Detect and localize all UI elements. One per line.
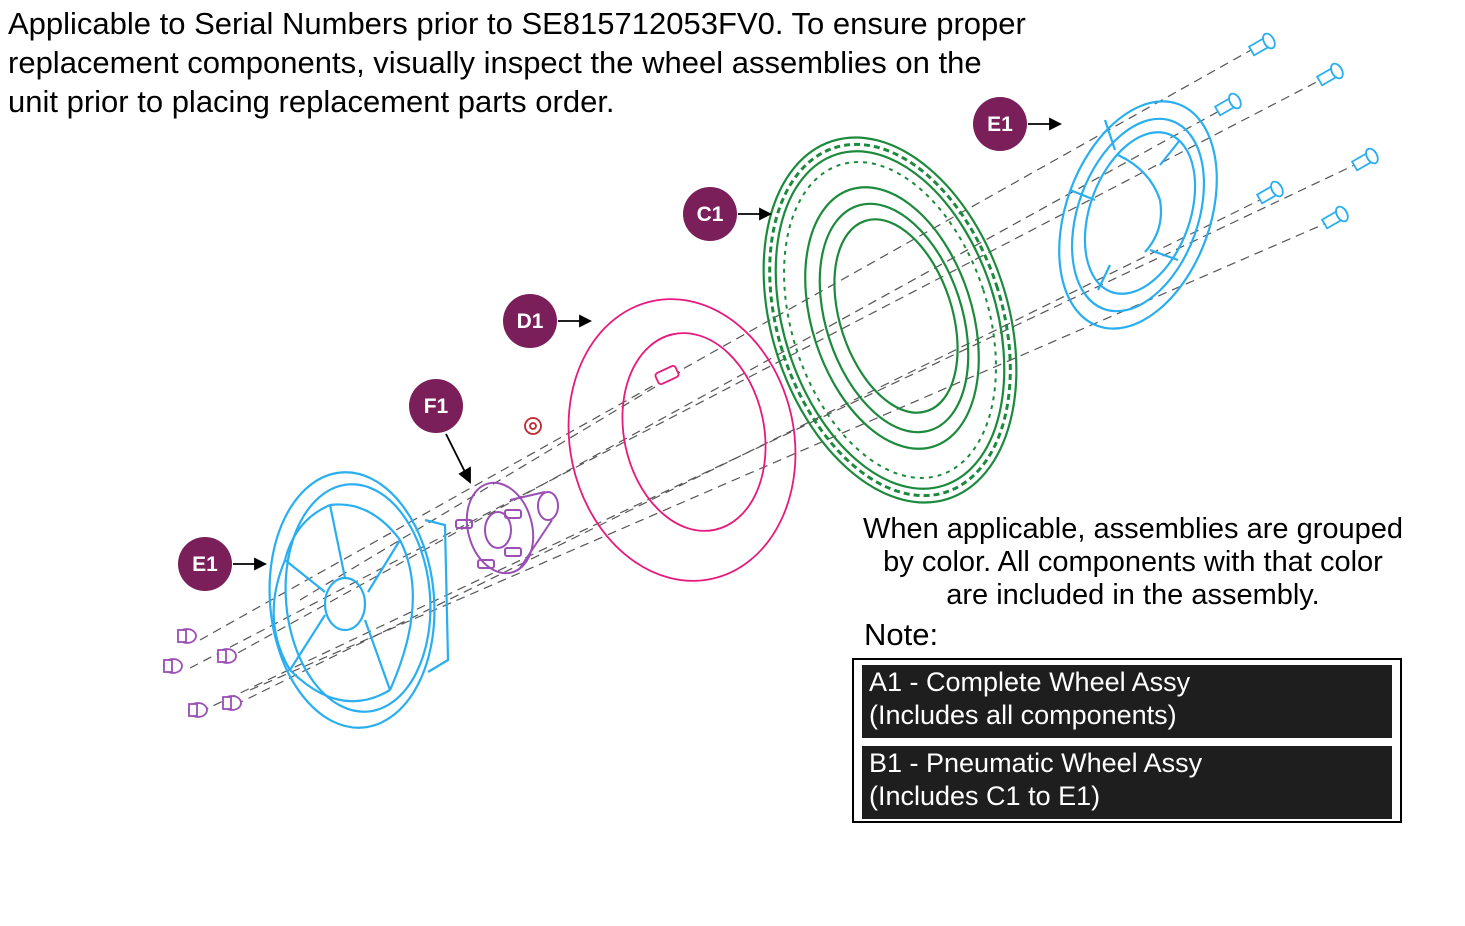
rim-half-left [268, 471, 450, 729]
note-row-b1: B1 - Pneumatic Wheel Assy (Includes C1 t… [862, 746, 1392, 819]
assembly-axis-lines [189, 44, 1366, 713]
callout-d1: D1 [503, 294, 557, 348]
rim-screws [1213, 32, 1379, 230]
rim-half-right [1058, 100, 1218, 330]
hub-nuts [163, 628, 242, 718]
callout-c1: C1 [683, 187, 737, 241]
legend-line-2: by color. All components with that color [883, 546, 1383, 578]
callout-f1: F1 [409, 379, 463, 433]
header-line-1: Applicable to Serial Numbers prior to SE… [8, 6, 1026, 41]
note-label: Note: [864, 617, 939, 652]
header-instructions: Applicable to Serial Numbers prior to SE… [8, 4, 1298, 121]
note-a1-detail: (Includes all components) [869, 700, 1177, 730]
note-b1-title: B1 - Pneumatic Wheel Assy [869, 748, 1203, 778]
tire [762, 136, 1018, 504]
valve-stem [654, 365, 680, 385]
callout-e1-top: E1 [973, 97, 1027, 151]
valve-nut [524, 417, 542, 435]
note-a1-title: A1 - Complete Wheel Assy [869, 667, 1191, 697]
callout-e1-left: E1 [178, 537, 232, 591]
header-line-3: unit prior to placing replacement parts … [8, 84, 615, 119]
note-box: A1 - Complete Wheel Assy (Includes all c… [852, 658, 1402, 823]
note-row-a1: A1 - Complete Wheel Assy (Includes all c… [862, 665, 1392, 738]
svg-text:E1: E1 [987, 113, 1013, 136]
hub [455, 481, 559, 575]
svg-text:E1: E1 [192, 553, 218, 576]
note-b1-detail: (Includes C1 to E1) [869, 781, 1101, 811]
svg-text:F1: F1 [424, 395, 449, 418]
header-line-2: replacement components, visually inspect… [8, 45, 982, 80]
callout-arrows [233, 117, 1063, 571]
svg-text:C1: C1 [697, 203, 724, 226]
inner-tube [567, 298, 797, 582]
legend-line-3: are included in the assembly. [946, 579, 1320, 611]
color-grouping-legend: When applicable, assemblies are grouped … [828, 513, 1438, 612]
svg-text:D1: D1 [517, 310, 544, 333]
legend-line-1: When applicable, assemblies are grouped [862, 513, 1404, 545]
